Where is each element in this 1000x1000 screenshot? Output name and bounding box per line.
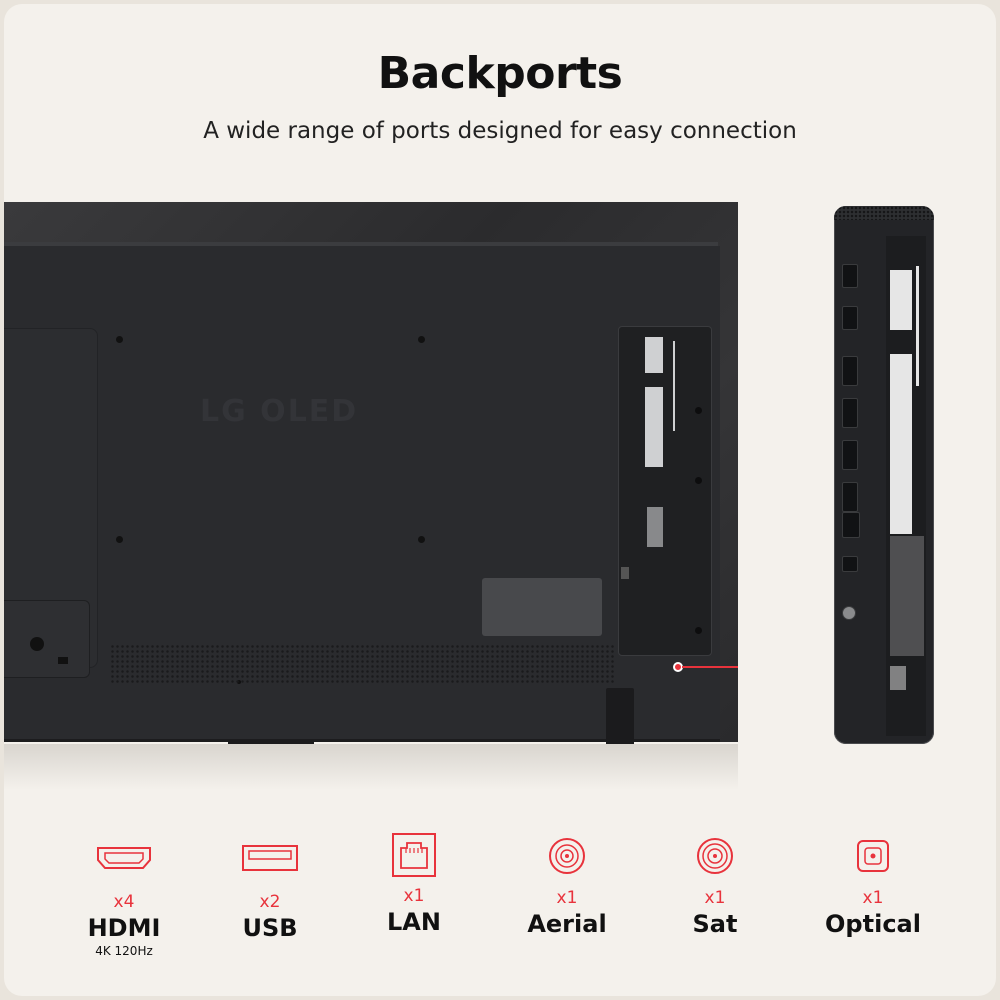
mount-hole xyxy=(116,336,123,343)
hdmi-port xyxy=(842,482,858,512)
rating-label xyxy=(482,578,602,636)
port-item-hdmi: x4 HDMI 4K 120Hz xyxy=(44,840,204,958)
zoom-label-strip xyxy=(886,236,926,736)
hdmi-port xyxy=(842,356,858,386)
port-name: HDMI xyxy=(87,914,161,942)
page-subtitle: A wide range of ports designed for easy … xyxy=(203,118,797,144)
antenna-port xyxy=(842,606,856,620)
tv-back-image: LG OLED xyxy=(4,202,738,792)
mount-hole xyxy=(418,536,425,543)
port-name: Aerial xyxy=(527,910,607,938)
port-panel-zoom xyxy=(834,206,934,744)
port-count: x1 xyxy=(704,888,726,908)
sat-icon xyxy=(697,838,733,874)
zoom-vent xyxy=(834,206,934,220)
port-name: Optical xyxy=(825,910,921,938)
port-item-usb: x2 USB xyxy=(190,840,350,944)
port-item-aerial: x1 Aerial xyxy=(487,838,647,940)
port-item-sat: x1 Sat xyxy=(635,838,795,940)
floor-shadow xyxy=(4,744,738,790)
usb-icon xyxy=(242,845,298,871)
port-item-optical: x1 Optical xyxy=(793,840,953,940)
port-name: LAN xyxy=(387,908,441,936)
port-panel xyxy=(618,326,712,656)
product-card: Backports A wide range of ports designed… xyxy=(4,4,996,996)
port-count: x4 xyxy=(113,892,135,912)
usb-port xyxy=(842,264,858,288)
hdmi-port xyxy=(842,440,858,470)
lan-icon xyxy=(392,833,436,877)
port-count: x1 xyxy=(556,888,578,908)
port-item-lan: x1 LAN xyxy=(334,833,494,938)
tv-logo: LG OLED xyxy=(200,394,359,429)
tv-back-panel: LG OLED xyxy=(4,246,720,742)
mount-hole xyxy=(418,336,425,343)
port-detail: 4K 120Hz xyxy=(95,944,153,958)
hdmi-icon xyxy=(97,847,151,869)
optical-icon xyxy=(857,840,889,872)
callout-line xyxy=(682,666,738,668)
port-summary-row: x4 HDMI 4K 120Hz x2 USB x1 LAN xyxy=(4,833,996,980)
usb-port xyxy=(842,306,858,330)
speaker-vent xyxy=(110,644,616,684)
mount-hole xyxy=(116,536,123,543)
port-name: USB xyxy=(242,914,298,942)
page-title: Backports xyxy=(377,48,623,99)
lan-port xyxy=(842,512,860,538)
port-count: x2 xyxy=(259,892,281,912)
port-count: x1 xyxy=(403,886,425,906)
power-socket xyxy=(4,600,90,678)
port-name: Sat xyxy=(692,910,738,938)
aerial-icon xyxy=(549,838,585,874)
optical-port xyxy=(842,556,858,572)
port-count: x1 xyxy=(862,888,884,908)
hdmi-port xyxy=(842,398,858,428)
